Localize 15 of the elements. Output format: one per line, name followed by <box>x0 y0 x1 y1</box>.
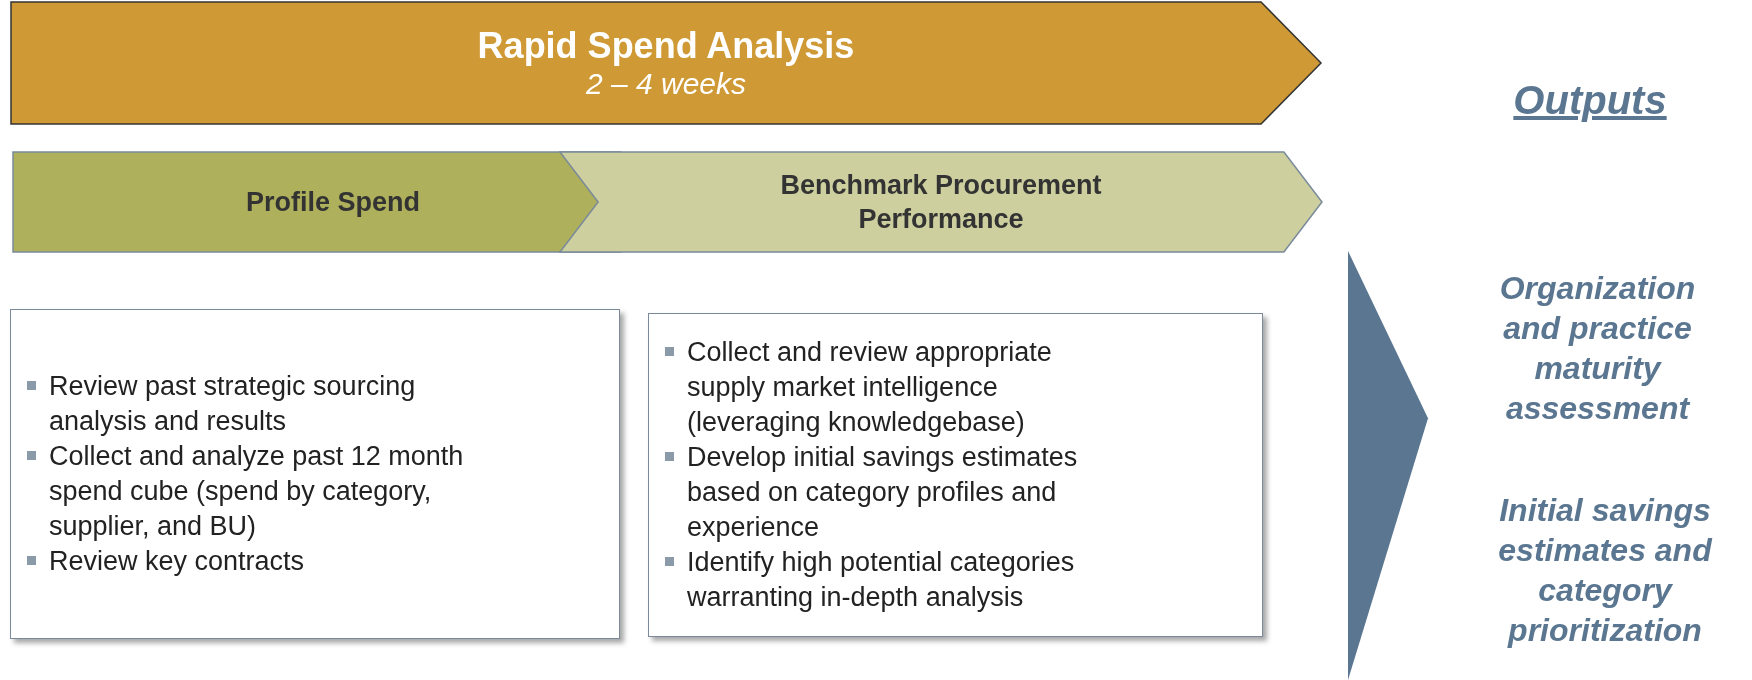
bullet-text: Review key contracts <box>25 544 499 579</box>
bullet-text: Review past strategic sourcing analysis and results <box>25 369 499 439</box>
phase-title: Rapid Spend Analysis <box>476 25 856 67</box>
duration-text: 2 – 4 weeks <box>584 67 748 101</box>
activity-box <box>10 309 620 639</box>
outputs-heading: Outputs <box>1512 77 1668 124</box>
activity-box <box>648 313 1263 637</box>
bullet-text: Collect and analyze past 12 month spend cube (spend by category, supplier, and BU) <box>25 439 499 544</box>
bullet-text: Develop initial savings estimates based on category profiles and experience <box>663 440 1132 545</box>
output-text: Initial savings estimates and category prioritization <box>1497 491 1714 650</box>
bullet-text: Collect and review appropriate supply market intelligence (leveraging knowledgebase) <box>663 335 1132 440</box>
step-title: Benchmark Procurement Performance <box>779 169 1103 236</box>
bullet-text: Identify high potential categories warranting in-depth analysis <box>663 545 1132 615</box>
step-title: Profile Spend <box>245 186 421 219</box>
output-text: Organization and practice maturity assessment <box>1498 269 1697 428</box>
